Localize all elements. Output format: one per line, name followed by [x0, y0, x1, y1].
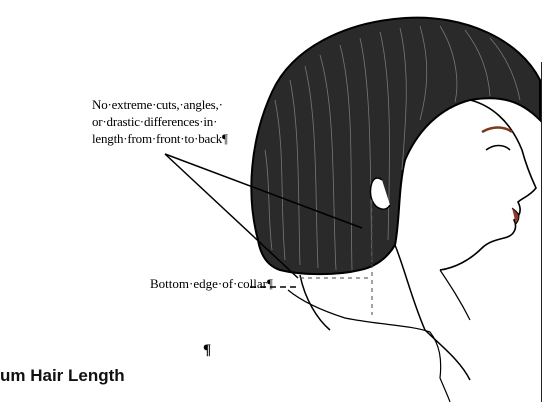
eye	[486, 146, 510, 151]
face-profile	[440, 100, 536, 270]
callout-text: No·extreme·cuts,·angles,· or·drastic·dif…	[92, 96, 262, 147]
paragraph-mark: ¶	[203, 342, 211, 359]
back-of-neck	[300, 275, 330, 330]
page-edge-divider	[541, 62, 542, 402]
callout-line: No·extreme·cuts,·angles,·	[92, 96, 262, 113]
lips	[512, 208, 519, 224]
collar-label: Bottom·edge·of·collar¶	[150, 276, 273, 292]
chin-line	[440, 270, 470, 320]
section-heading: um Hair Length	[0, 366, 125, 386]
callout-line: length·from·front·to·back¶	[92, 130, 262, 147]
callout-line: or·drastic·differences·in·	[92, 113, 262, 130]
eyebrow	[482, 128, 512, 133]
